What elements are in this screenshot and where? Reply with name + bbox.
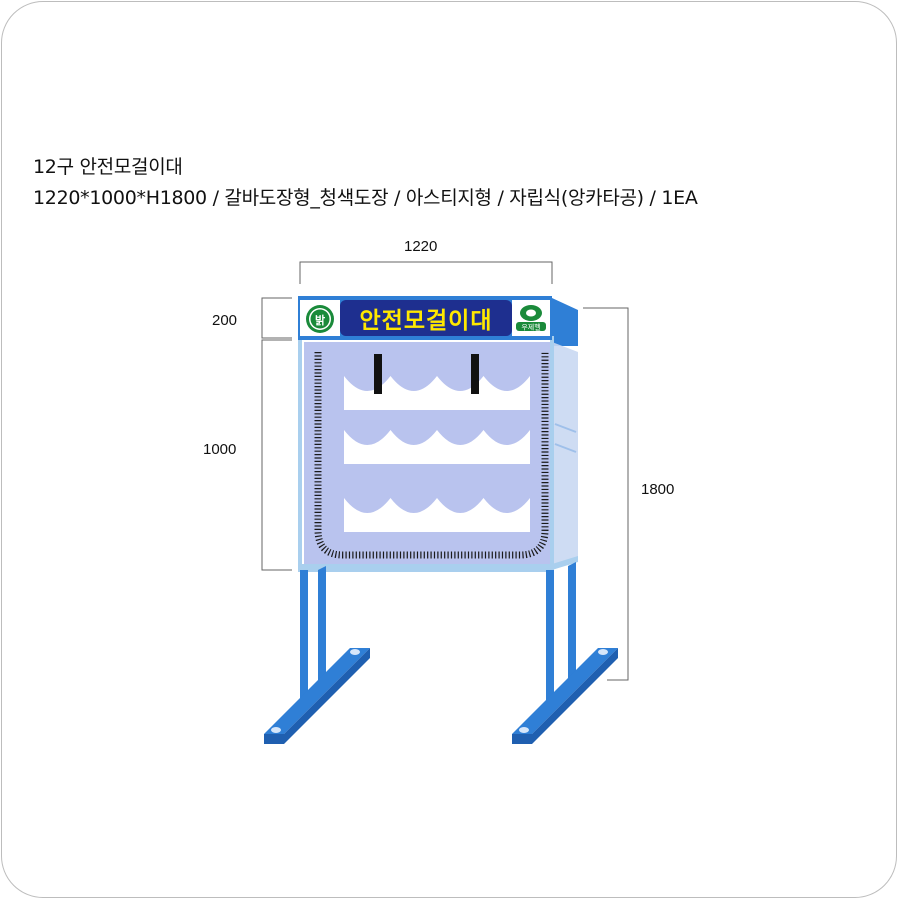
right-logo: 우제헬 xyxy=(516,305,546,332)
helmet-shelf-row xyxy=(344,430,530,464)
left-logo: 밝 xyxy=(306,305,334,333)
width-label: 1220 xyxy=(404,238,438,255)
width-dimension-line xyxy=(299,261,553,284)
dimension-lines xyxy=(261,261,629,681)
signboard-text: 안전모걸이대 xyxy=(360,308,493,334)
hook-area-border xyxy=(314,352,549,559)
bracket-right xyxy=(471,354,479,394)
header-height-dimension-line xyxy=(261,297,292,339)
helmet-shelf-row xyxy=(344,376,530,410)
stand-legs xyxy=(264,562,618,744)
body-height-dimension-line xyxy=(261,339,292,571)
left-base-top xyxy=(264,648,370,734)
body-height-label: 1000 xyxy=(203,441,237,458)
product-spec: 1220*1000*H1800 / 갈바도장형_청색도장 / 아스티지형 / 자… xyxy=(33,187,698,209)
total-height-dimension-line xyxy=(583,307,629,681)
helmet-shelves xyxy=(344,376,530,532)
total-height-label: 1800 xyxy=(641,481,675,498)
svg-text:밝: 밝 xyxy=(315,313,325,327)
product-title: 12구 안전모걸이대 xyxy=(33,156,183,178)
right-base-top xyxy=(512,648,618,734)
svg-text:우제헬: 우제헬 xyxy=(521,323,540,332)
sign-side-panel xyxy=(552,298,578,346)
helmet-shelf-row xyxy=(344,498,530,532)
side-glass-panel xyxy=(552,342,578,568)
bracket-left xyxy=(374,354,382,394)
signboard-panel xyxy=(340,300,512,336)
header-height-label: 200 xyxy=(212,312,238,329)
